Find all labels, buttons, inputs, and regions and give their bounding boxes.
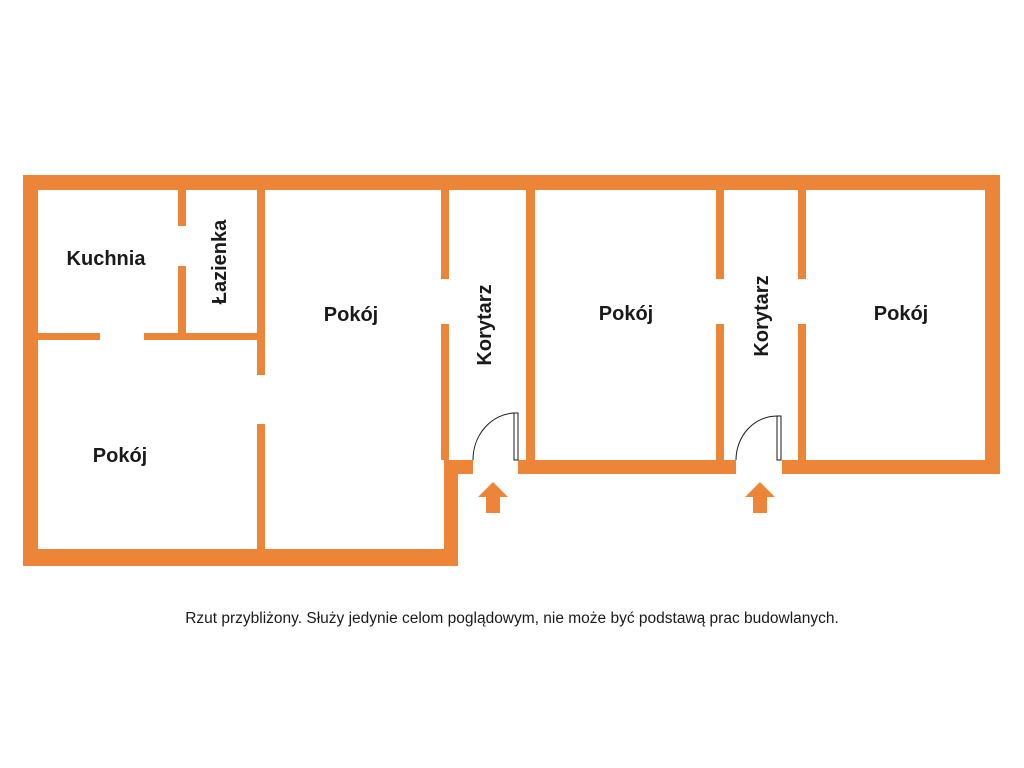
wall-bottom-right	[782, 460, 1000, 474]
wall-right	[985, 175, 1000, 474]
wall-step-top	[444, 460, 473, 474]
wall-kitchen-bath-lower	[178, 266, 186, 339]
wall-large-room-upper	[257, 190, 265, 375]
label-room-left-bottom: Pokój	[93, 445, 147, 467]
wall-bottom-middle	[518, 460, 736, 474]
wall-corridor2-left-upper	[716, 190, 724, 279]
door-swing-icon	[735, 415, 782, 461]
wall-kitchen-bottom-right	[144, 333, 265, 340]
wall-corridor1-left-lower	[441, 324, 449, 460]
wall-bottom-left	[23, 549, 458, 566]
wall-step-vertical	[444, 460, 458, 566]
wall-corridor1-right	[526, 190, 535, 470]
arrow-up-icon	[478, 482, 508, 513]
wall-corridor2-right-lower	[798, 324, 806, 460]
label-bathroom: Łazienka	[209, 219, 231, 304]
arrow-up-icon	[745, 482, 775, 513]
disclaimer-caption: Rzut przybliżony. Służy jedynie celom po…	[185, 610, 839, 627]
label-room-left-large: Pokój	[324, 304, 378, 326]
wall-corridor2-left-lower	[716, 324, 724, 460]
walls	[23, 175, 1000, 566]
label-room-middle: Pokój	[599, 303, 653, 325]
label-room-right: Pokój	[874, 303, 928, 325]
wall-left	[23, 175, 38, 566]
wall-kitchen-bottom-left	[38, 333, 100, 340]
label-kitchen: Kuchnia	[67, 248, 147, 270]
wall-corridor2-right-upper	[798, 190, 806, 279]
wall-large-room-lower	[257, 424, 265, 549]
wall-kitchen-bath-upper	[178, 190, 186, 226]
label-corridor-1: Korytarz	[474, 284, 496, 365]
wall-top	[23, 175, 1000, 190]
wall-corridor1-left-upper	[441, 190, 449, 279]
door-swing-icon	[472, 412, 519, 461]
label-corridor-2: Korytarz	[751, 275, 773, 356]
